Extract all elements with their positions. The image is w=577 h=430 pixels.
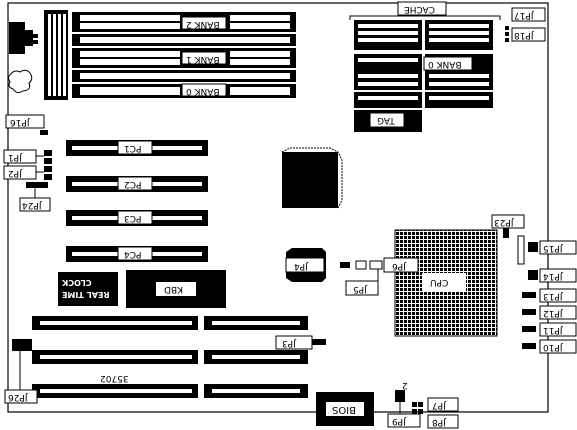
- isa-slots: [32, 316, 308, 398]
- cpu-label: CPU: [430, 277, 449, 287]
- jp13-label: JP13: [543, 291, 563, 301]
- pci-slots: [66, 140, 208, 262]
- cache-label: CACHE: [404, 4, 436, 14]
- jp18-label: JP18: [514, 30, 534, 40]
- jp4-label: JP4: [294, 261, 308, 271]
- board-model-number: 35702: [100, 373, 129, 383]
- cache-bank-0-label: BANK 0: [428, 59, 462, 69]
- jp1-label: JP1: [8, 152, 22, 162]
- battery-icon: [8, 69, 33, 94]
- jp26-label: JP26: [8, 392, 28, 402]
- jp12-label: JP12: [543, 308, 563, 318]
- kbd-label: KBD: [164, 284, 184, 294]
- power-connector: [9, 22, 25, 54]
- bank-0-label: BANK 0: [186, 86, 220, 96]
- pin-2-marker: 2: [402, 380, 408, 390]
- jp5-label: JP5: [353, 284, 367, 294]
- jp10-label: JP10: [543, 342, 563, 352]
- cache-area: [349, 1, 501, 132]
- bank-1-label: BANK 1: [186, 54, 220, 64]
- bank-2-label: BANK 2: [186, 19, 220, 29]
- jp15-label: JP15: [543, 243, 563, 253]
- pc4-label: PC4: [124, 249, 142, 259]
- pc1-label: PC1: [124, 143, 142, 153]
- tag-label: TAG: [377, 115, 395, 125]
- jp3-label: JP3: [282, 338, 296, 348]
- jp23-label: JP23: [494, 217, 514, 227]
- jp14-label: JP14: [543, 271, 563, 281]
- bios-label: BIOS: [332, 404, 357, 415]
- pc2-label: PC2: [124, 179, 142, 189]
- jp2-label: JP2: [8, 168, 22, 178]
- jp8-label: JP8: [432, 417, 446, 427]
- pc3-label: PC3: [124, 213, 142, 223]
- jp17-label: JP17: [514, 10, 534, 20]
- rtc-label-line2: CLOCK: [62, 278, 92, 287]
- chipset: [282, 152, 338, 208]
- memory-banks: [72, 12, 296, 98]
- jp7-label: JP7: [432, 400, 446, 410]
- jp11-label: JP11: [543, 325, 563, 335]
- jp6-label: JP6: [392, 261, 406, 271]
- rtc-label-line1: REAL TIME: [62, 290, 110, 299]
- jp16-label: JP16: [10, 117, 30, 127]
- jp9-label: JP9: [392, 416, 406, 426]
- jp24-label: JP24: [22, 200, 42, 210]
- real-time-clock: [58, 272, 118, 306]
